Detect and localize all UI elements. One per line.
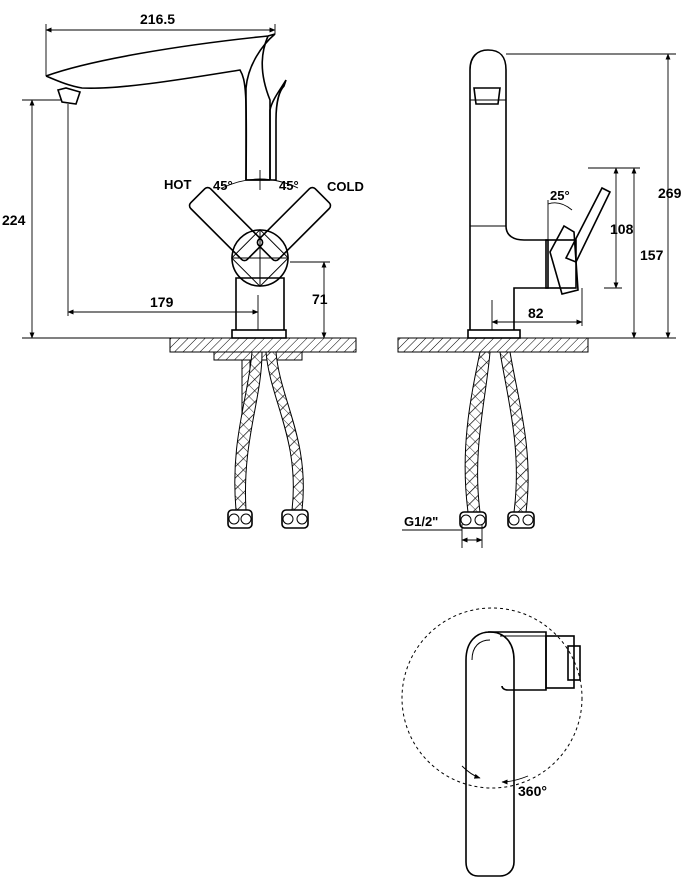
front-width-label: 216.5: [140, 11, 175, 27]
hot-label: HOT: [164, 177, 192, 192]
front-hose-fittings: [227, 509, 309, 529]
front-spout: [45, 33, 287, 181]
cold-label: COLD: [327, 179, 364, 194]
front-hose-right: [265, 351, 304, 511]
side-lever-top-label: 108: [610, 221, 634, 237]
side-aerator: [473, 87, 501, 105]
side-countertop: [397, 337, 589, 353]
side-lever-height-label: 157: [640, 247, 664, 263]
front-base-plate: [231, 329, 287, 339]
side-base-plate: [467, 329, 521, 339]
front-reach-label: 179: [150, 294, 174, 310]
thread-label: G1/2": [404, 514, 438, 529]
top-spout: [465, 631, 515, 877]
side-view: 269 157 108 82 25° G1/2": [397, 49, 682, 548]
side-lever-depth-label: 82: [528, 305, 544, 321]
side-lever: [564, 186, 612, 264]
side-height-label: 269: [658, 185, 682, 201]
top-lever: [545, 635, 575, 689]
top-body: [488, 631, 547, 691]
rotation-label: 360°: [518, 783, 547, 799]
side-hose-left: [464, 351, 491, 513]
front-height-label: 224: [2, 212, 26, 228]
top-view: 360°: [401, 607, 583, 877]
side-lever-angle-label: 25°: [550, 188, 570, 203]
side-hose-fittings: [459, 511, 535, 529]
front-handle-height-label: 71: [312, 291, 328, 307]
front-aerator: [56, 87, 82, 105]
rotation-circle: [401, 607, 583, 789]
angle-left-label: 45°: [213, 178, 233, 193]
front-view: 216.5 224 179 71 HOT COLD 45° 45°: [2, 11, 364, 529]
side-hose-right: [499, 351, 529, 513]
angle-right-label: 45°: [279, 178, 299, 193]
front-hose-left: [234, 351, 263, 511]
hot-handle: [256, 186, 332, 262]
front-countertop: [169, 337, 357, 353]
cold-handle: [188, 186, 264, 262]
side-column: [469, 49, 549, 330]
